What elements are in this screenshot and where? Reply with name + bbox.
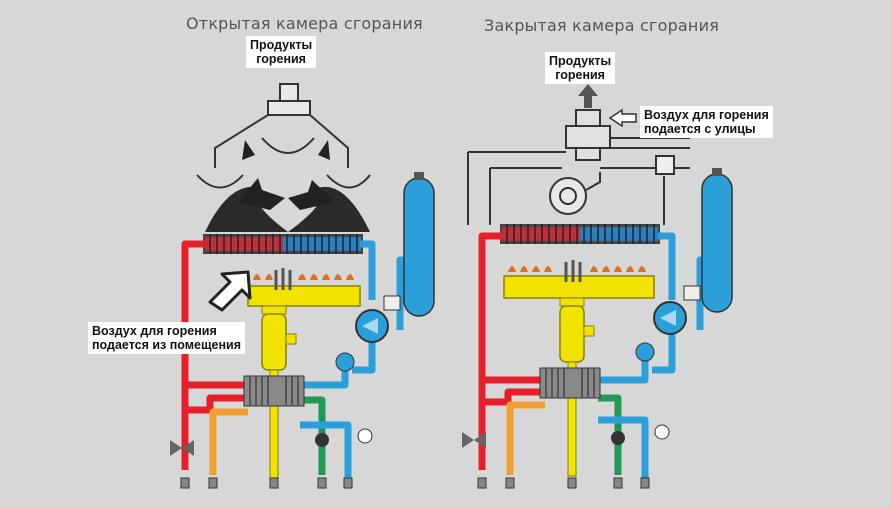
closed-chamber-boiler	[462, 84, 733, 489]
coaxial-flue	[467, 109, 690, 225]
burner	[247, 268, 361, 307]
fan	[549, 172, 601, 215]
open-chamber-boiler	[170, 83, 435, 489]
pipe-fittings	[180, 477, 353, 489]
open-products-line2: горения	[256, 52, 306, 66]
expansion-tank	[403, 172, 435, 317]
flue-arrows	[205, 140, 370, 232]
draft-hood	[196, 83, 371, 189]
open-air-line1: Воздух для горения	[92, 324, 217, 338]
closed-air-line2: подается с улицы	[644, 122, 756, 136]
closed-products-label: Продукты горения	[545, 52, 616, 84]
outside-air-arrow	[608, 108, 637, 128]
closed-air-line1: Воздух для горения	[644, 108, 769, 122]
closed-air-label: Воздух для горения подается с улицы	[640, 106, 773, 138]
heat-exchanger	[500, 224, 660, 244]
circulation-pump	[653, 285, 701, 335]
open-air-line2: подается из помещения	[92, 338, 241, 352]
gas-valve	[559, 297, 595, 477]
burner	[503, 260, 655, 299]
heat-exchanger	[203, 234, 363, 254]
dhw-heat-exchanger	[243, 375, 305, 407]
open-products-line1: Продукты	[250, 38, 313, 52]
heating-pipes	[181, 240, 415, 478]
open-products-label: Продукты горения	[246, 36, 317, 68]
valves-and-gauges	[170, 352, 373, 456]
closed-products-line1: Продукты	[549, 54, 612, 68]
closed-chamber-title: Закрытая камера сгорания	[484, 16, 720, 35]
pipe-fittings	[477, 477, 650, 489]
circulation-pump	[355, 295, 401, 343]
dhw-heat-exchanger	[539, 367, 601, 399]
closed-products-line2: горения	[555, 68, 605, 82]
expansion-tank	[701, 168, 733, 313]
open-chamber-title: Открытая камера сгорания	[186, 14, 423, 33]
heating-pipes	[478, 232, 712, 478]
valves-and-gauges	[462, 342, 670, 448]
flue-exhaust-arrow	[578, 84, 598, 108]
air-intake-arrow	[208, 270, 252, 312]
open-air-label: Воздух для горения подается из помещения	[88, 322, 245, 354]
gas-valve	[261, 305, 297, 479]
